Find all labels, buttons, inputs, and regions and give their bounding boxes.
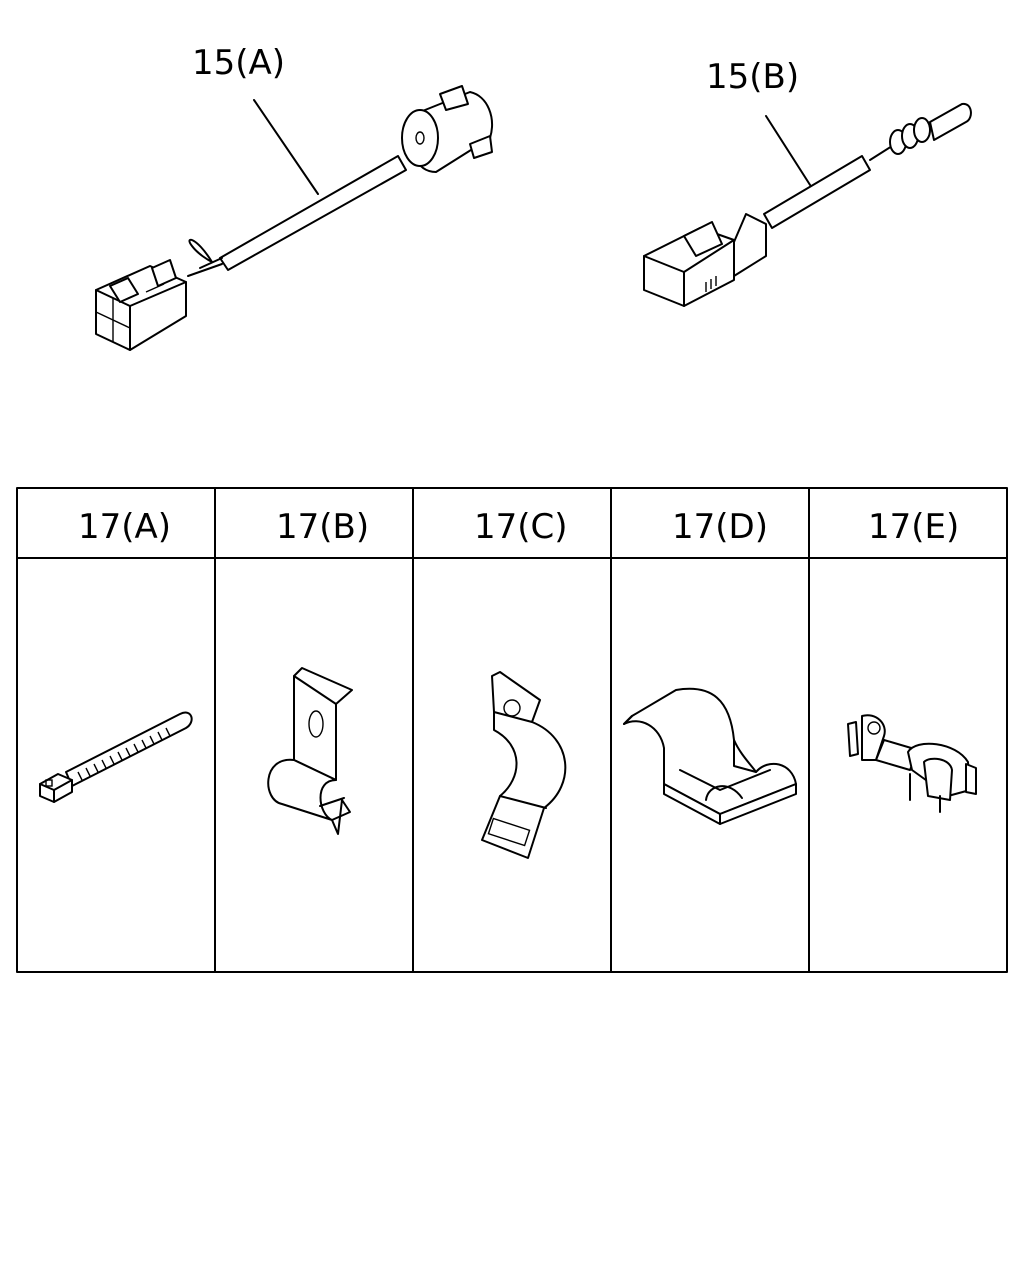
- column-header-17b: 17(B): [276, 507, 369, 547]
- cable-tie-icon: [39, 711, 193, 803]
- leader-line-15a: [253, 99, 319, 195]
- wire-harness-pigtail-6pin-icon: [95, 85, 493, 351]
- clip-table: 17(A) 17(B) 17(C) 17(D) 17(E): [16, 487, 1008, 973]
- column-header-17e: 17(E): [868, 507, 959, 547]
- leader-line-15b: [765, 115, 813, 189]
- strap-clip-hole-icon: [481, 671, 567, 859]
- strap-clip-slotted-icon: [267, 667, 353, 835]
- part-15a: 15(A): [95, 43, 493, 351]
- column-header-17c: 17(C): [474, 507, 568, 547]
- column-header-17a: 17(A): [78, 507, 171, 547]
- callout-15a: 15(A): [192, 43, 285, 83]
- part-15b: 15(B): [643, 57, 972, 307]
- wire-harness-pigtail-2pin-icon: [643, 102, 972, 307]
- column-header-17d: 17(D): [672, 507, 768, 547]
- callout-15b: 15(B): [706, 57, 799, 97]
- double-saddle-clip-icon: [623, 687, 797, 825]
- twin-ring-clip-icon: [847, 714, 977, 813]
- table-frame: [16, 487, 1008, 973]
